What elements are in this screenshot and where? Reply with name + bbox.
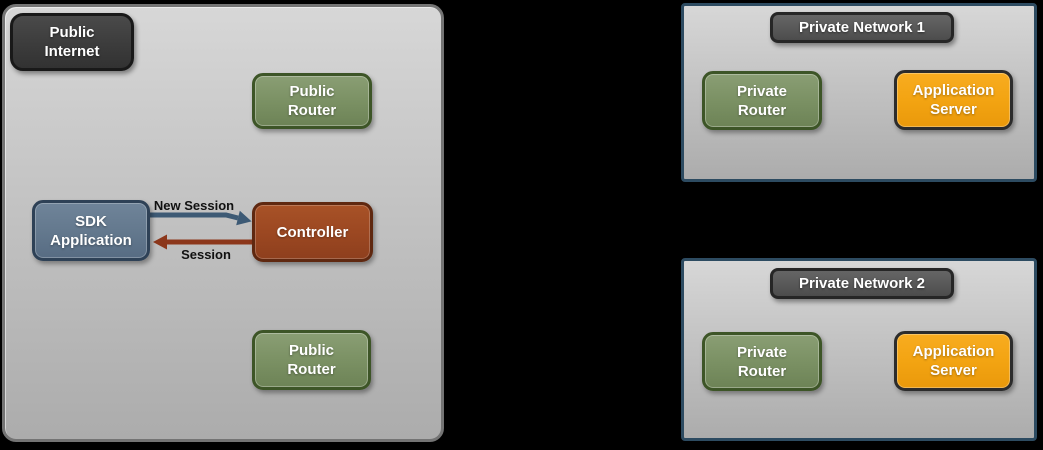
controller-label: Controller: [276, 223, 349, 241]
private-network-2-label: Private Network 2: [799, 275, 925, 292]
node-private-router-2: Private Router: [702, 332, 822, 391]
public-internet-label-badge: Public Internet: [10, 13, 134, 71]
node-public-router-bottom: Public Router: [252, 330, 371, 390]
public-router-bottom-label: Public Router: [287, 342, 336, 378]
node-application-server-1: Application Server: [894, 70, 1013, 130]
private-network-1-label-badge: Private Network 1: [770, 12, 954, 43]
private-network-2-label-badge: Private Network 2: [770, 268, 954, 299]
node-sdk-application: SDK Application: [32, 200, 150, 261]
node-private-router-1: Private Router: [702, 71, 822, 130]
sdk-application-label: SDK Application: [50, 212, 132, 249]
public-internet-label: Public Internet: [44, 24, 100, 60]
node-application-server-2: Application Server: [894, 331, 1013, 391]
node-controller: Controller: [252, 202, 373, 262]
private-network-1-label: Private Network 1: [799, 19, 925, 36]
application-server-1-label: Application Server: [912, 82, 995, 118]
private-router-2-label: Private Router: [736, 343, 788, 380]
application-server-2-label: Application Server: [912, 343, 995, 379]
node-public-router-top: Public Router: [252, 73, 372, 129]
private-router-1-label: Private Router: [736, 82, 788, 119]
public-router-top-label: Public Router: [287, 83, 337, 119]
